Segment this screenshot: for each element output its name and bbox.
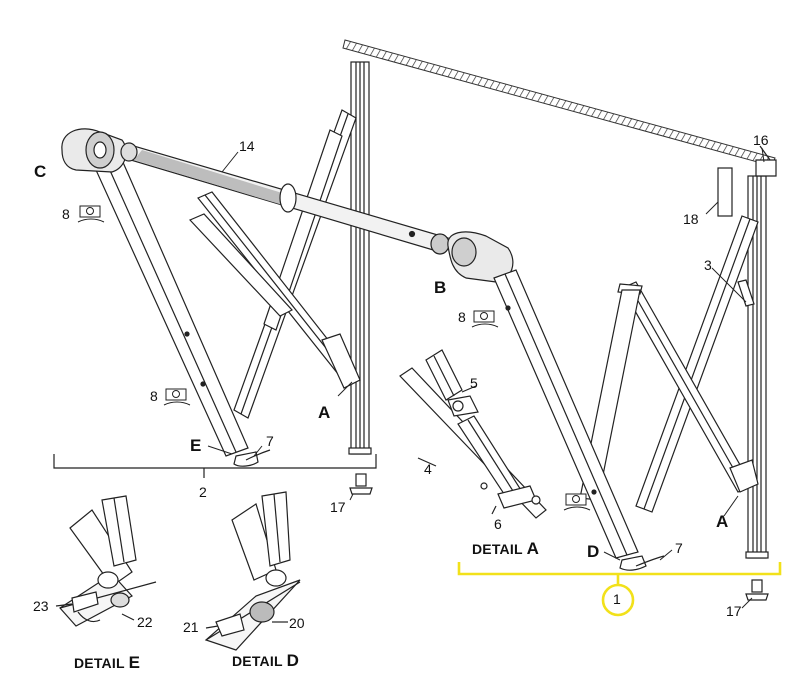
- label-2: 2: [199, 484, 207, 500]
- left-wall-rail: [348, 61, 372, 455]
- label-18: 18: [683, 211, 699, 227]
- end-cap-c: [61, 128, 127, 173]
- roof-edge: [342, 39, 776, 167]
- label-4: 4: [424, 461, 432, 477]
- label-3: 3: [704, 257, 712, 273]
- detail-e-illustration: [55, 495, 157, 627]
- end-cap-b: [447, 231, 514, 283]
- floor-anchor-left: [349, 473, 373, 495]
- label-a-left: A: [318, 403, 331, 422]
- right-leaders: [603, 147, 765, 609]
- right-main-arm: [493, 269, 639, 559]
- label-e: E: [190, 436, 202, 455]
- left-scissor-arms: [188, 109, 361, 419]
- label-b: B: [434, 278, 447, 297]
- left-main-arm: [95, 159, 249, 457]
- label-5: 5: [470, 375, 478, 391]
- label-8-left-top: 8: [62, 206, 70, 222]
- floor-anchor-right: [745, 579, 769, 601]
- label-22: 22: [137, 614, 153, 630]
- detail-a-illustration: [399, 349, 547, 519]
- left-bottom-bracket: [233, 449, 271, 467]
- gutter-bracket: [755, 145, 777, 177]
- label-d: D: [587, 542, 600, 561]
- caption-detail-a: DETAIL A: [472, 539, 540, 558]
- right-bottom-bracket: [619, 555, 665, 571]
- screw-icon-right-bottom: [563, 493, 591, 511]
- caption-detail-d: DETAIL D: [232, 651, 300, 670]
- label-7-right: 7: [675, 540, 683, 556]
- label-20: 20: [289, 615, 305, 631]
- label-16: 16: [753, 132, 769, 148]
- screw-icon-left-bottom: [163, 388, 191, 406]
- label-1: 1: [613, 591, 621, 607]
- label-6: 6: [494, 516, 502, 532]
- dimension-bracket-2: [53, 454, 377, 478]
- label-8-left-bottom: 8: [150, 388, 158, 404]
- highlight-bracket-1: [457, 562, 782, 617]
- caption-detail-e: DETAIL E: [74, 653, 141, 672]
- label-8-right-top: 8: [458, 309, 466, 325]
- roller-tube: [120, 142, 450, 255]
- part-18-strip: [717, 167, 733, 217]
- label-21: 21: [183, 619, 199, 635]
- screw-icon-right-top: [471, 310, 499, 328]
- label-17-left: 17: [330, 499, 346, 515]
- label-17-right: 17: [726, 603, 742, 619]
- label-c: C: [34, 162, 47, 181]
- detail-d-illustration: [204, 491, 301, 651]
- label-23: 23: [33, 598, 49, 614]
- screw-icon-left-top: [77, 205, 105, 223]
- label-7-left: 7: [266, 433, 274, 449]
- label-a-right: A: [716, 512, 729, 531]
- label-14: 14: [239, 138, 255, 154]
- right-scissor-arms: [617, 215, 759, 513]
